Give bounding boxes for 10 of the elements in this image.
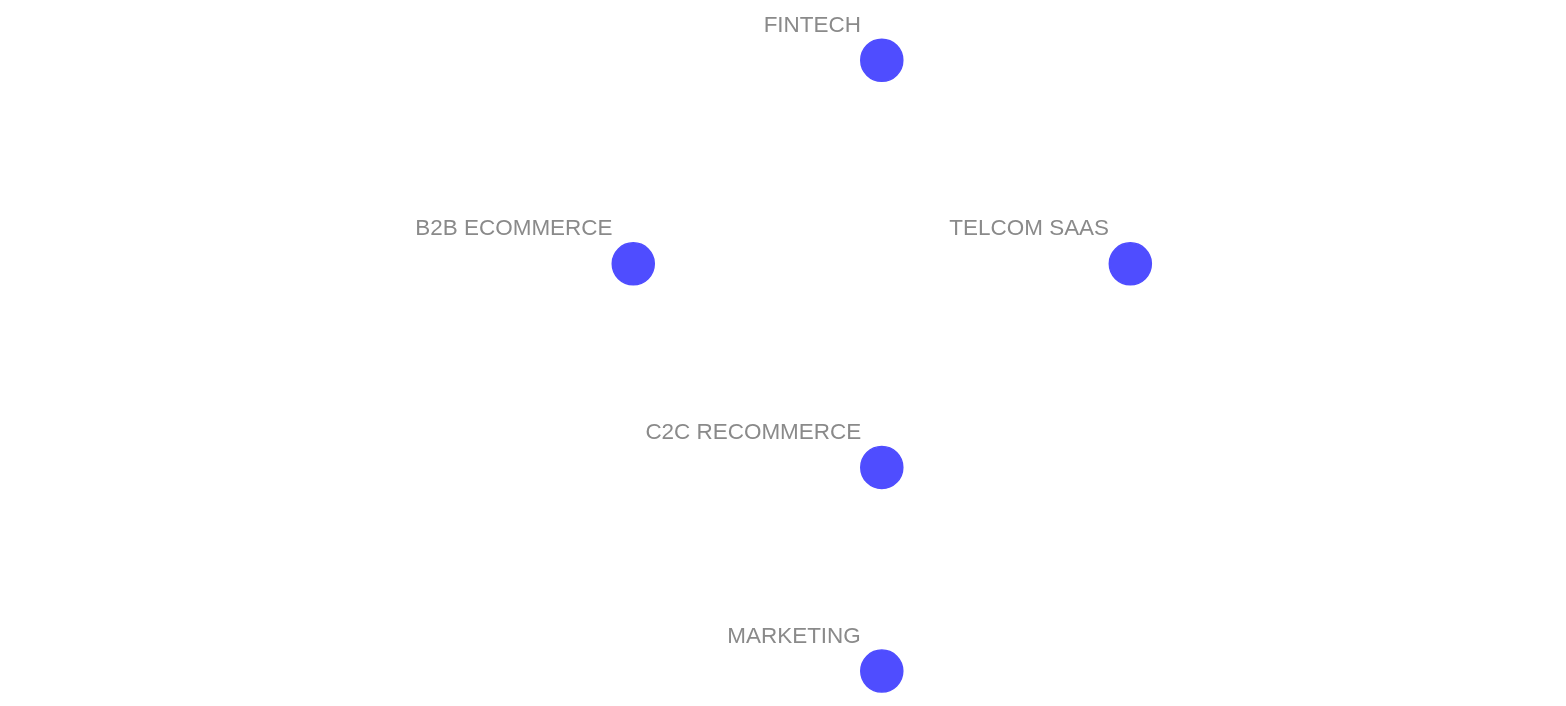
node-circle [859, 38, 904, 82]
node-circle [611, 242, 655, 286]
node-circle [1108, 242, 1152, 286]
node-circle [859, 445, 904, 490]
node-circle [859, 649, 904, 693]
node-label: B2B ECOMMERCE [414, 215, 612, 241]
node-label: C2C RECOMMERCE [644, 419, 861, 445]
node-label: MARKETING [726, 622, 861, 648]
node-label: TELCOM SAAS [948, 215, 1109, 241]
node-label: FINTECH [763, 11, 861, 37]
